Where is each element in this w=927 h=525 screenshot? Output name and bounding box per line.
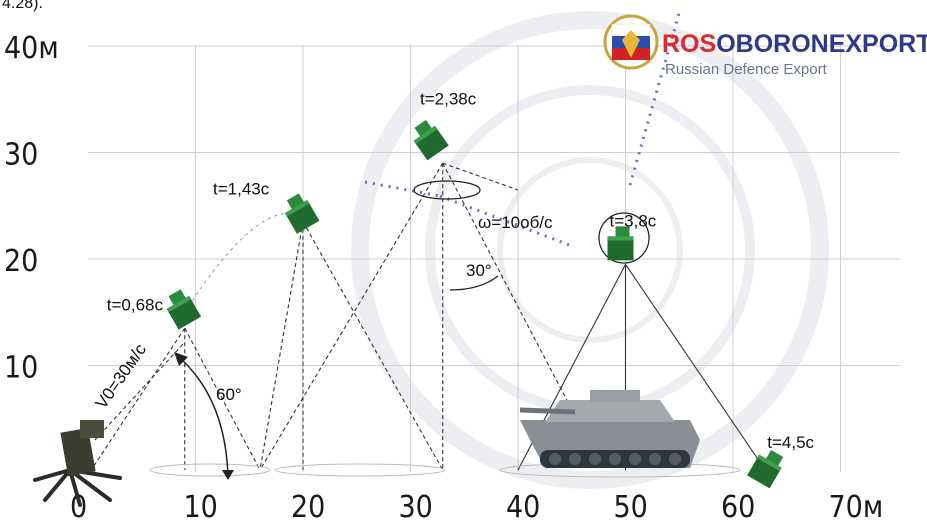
cone-line [184, 327, 261, 471]
y-tick-label: 40м [4, 31, 59, 66]
munition [284, 193, 320, 234]
munition-markers [166, 119, 784, 489]
x-tick-label: 20 [291, 490, 325, 525]
cone-line [302, 221, 444, 471]
y-tick-label: 20 [4, 244, 38, 279]
tank-image [519, 390, 700, 468]
time-label: t=1,43с [213, 179, 270, 198]
ground-ellipses [149, 462, 741, 478]
launch-line [94, 341, 186, 441]
x-tick-label: 60 [721, 490, 755, 525]
cone-line [442, 162, 583, 431]
x-tick-label: 0 [70, 490, 87, 525]
launch-angle-arrow-top [174, 352, 188, 366]
cone-angle-arc [449, 275, 499, 291]
cone-angle-label: 30° [466, 261, 492, 280]
munition [607, 226, 634, 261]
header-fragment: 4.28). [2, 0, 43, 12]
brand-subtitle: Russian Defence Export [665, 61, 828, 78]
munition [413, 119, 449, 161]
y-tick-label: 30 [4, 138, 38, 173]
x-tick-label: 10 [184, 490, 218, 525]
velocity-label: V0=30м/с [92, 340, 151, 412]
launch-angle-arc [179, 357, 229, 479]
time-label: t=4,5с [767, 433, 814, 452]
launch-angle-label: 60° [216, 385, 242, 404]
rotation-ellipse [413, 180, 481, 200]
time-label: t=0,68с [107, 295, 164, 314]
brand-name-part2: OBORONEXPORT [716, 30, 927, 58]
brand-name-part1: ROS [662, 30, 716, 58]
trajectory-lines [90, 162, 766, 471]
cone-line [90, 327, 186, 471]
x-tick-label: 70м [829, 490, 884, 525]
launcher [33, 420, 122, 507]
flight-path [184, 212, 304, 313]
y-tick-label: 10 [4, 351, 38, 386]
x-tick-label: 40 [506, 490, 540, 525]
target-cone-line [625, 264, 766, 471]
brand-logo: ROSOBORONEXPORT Russian Defence Export [603, 14, 927, 78]
target-circle [598, 212, 650, 264]
svg-text:ROSOBORONEXPORT: ROSOBORONEXPORT [662, 30, 927, 58]
time-label: t=2,38с [420, 90, 477, 109]
emblem-seal [603, 14, 659, 70]
cone-line [442, 162, 519, 191]
time-labels: t=0,68с t=1,43с t=2,38с t=3,8с t=4,5с [107, 90, 815, 453]
launch-angle-arrow-bottom [222, 470, 234, 480]
time-label: t=3,8с [610, 211, 657, 230]
x-tick-label: 30 [399, 490, 433, 525]
y-axis-ticks: 40м 30 20 10 [4, 31, 59, 386]
cone-line [259, 162, 444, 471]
x-axis-ticks: 0 10 20 30 40 50 60 70м [70, 490, 883, 525]
rotation-label: ω=10об/с [478, 213, 553, 232]
munition [166, 289, 202, 330]
munition [747, 449, 784, 489]
x-tick-label: 50 [614, 490, 648, 525]
